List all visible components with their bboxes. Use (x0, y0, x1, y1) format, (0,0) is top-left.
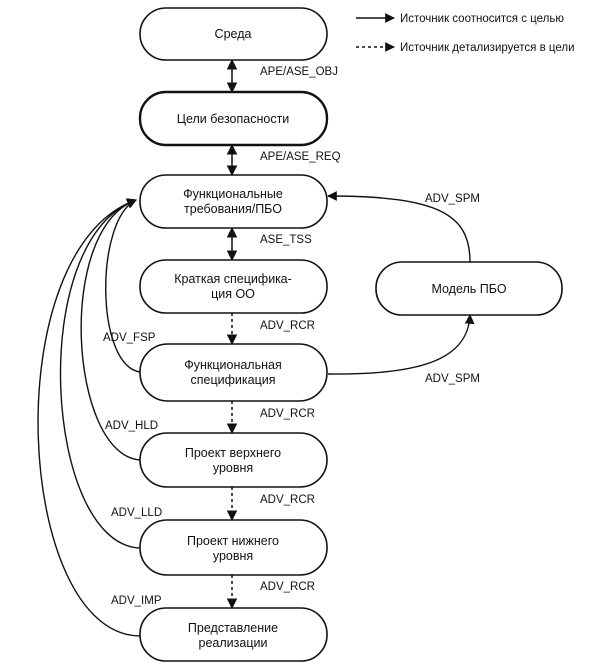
edge-adv-lld (59, 198, 141, 549)
edge-label-ape-ase-obj: APE/ASE_OBJ (260, 66, 338, 78)
edge-label-adv-fsp: ADV_FSP (103, 332, 156, 344)
edge-label-adv-spm-top: ADV_SPM (425, 193, 480, 205)
edge-adv-hld (80, 198, 141, 461)
node-tsf-model (375, 261, 563, 316)
nodes (138, 7, 563, 662)
node-functional-spec-label-2: спецификация (191, 373, 276, 387)
node-functional-requirements-label-2: требования/ПБО (184, 202, 282, 216)
node-functional-requirements-label-1: Функциональные (183, 187, 283, 201)
edge-adv-spm-bottom (327, 314, 475, 375)
legend: Источник соотносится с целью Источник де… (356, 13, 575, 54)
node-labels: Среда Цели безопасности Функциональные т… (174, 27, 507, 650)
edge-label-ase-tss: ASE_TSS (260, 234, 312, 246)
edge-adv-fsp (105, 199, 141, 373)
edge-adv-spm-top (327, 191, 471, 263)
edge-label-adv-hld: ADV_HLD (105, 420, 158, 432)
node-implementation (139, 607, 328, 662)
edge-label-adv-imp: ADV_IMP (111, 595, 162, 607)
edge-adv-imp (37, 198, 141, 637)
node-low-level-design (139, 519, 328, 576)
right-curves (327, 191, 475, 375)
edge-label-adv-lld: ADV_LLD (111, 507, 162, 519)
node-functional-spec (139, 343, 328, 402)
edge-label-adv-rcr-2: ADV_RCR (260, 408, 315, 420)
left-curves (37, 198, 141, 637)
node-security-objectives (138, 90, 329, 147)
edge-label-ape-ase-req: APE/ASE_REQ (260, 151, 341, 163)
node-summary-spec-label-1: Краткая спецификa- (174, 272, 292, 286)
node-implementation-label-2: реализации (199, 636, 268, 650)
node-high-level-design (139, 432, 328, 488)
node-functional-spec-label-1: Функциональная (184, 358, 282, 372)
edge-label-adv-rcr-1: ADV_RCR (260, 320, 315, 332)
node-tsf-model-label: Модель ПБО (431, 282, 506, 296)
node-low-level-design-label-2: уровня (213, 549, 253, 563)
node-implementation-label-1: Представление (188, 621, 278, 635)
node-high-level-design-label-2: уровня (213, 461, 253, 475)
node-environment-label: Среда (215, 27, 252, 41)
node-environment (139, 7, 328, 61)
legend-dashed-label: Источник детализируется в цели (400, 42, 575, 54)
node-summary-spec (139, 259, 328, 314)
node-low-level-design-label-1: Проект нижнего (187, 534, 279, 548)
node-functional-requirements (139, 174, 328, 229)
edge-label-adv-rcr-4: ADV_RCR (260, 581, 315, 593)
node-security-objectives-label: Цели безопасности (177, 112, 290, 126)
edge-labels: APE/ASE_OBJ APE/ASE_REQ ASE_TSS ADV_RCR … (103, 66, 480, 607)
node-summary-spec-label-2: ция ОО (211, 287, 255, 301)
legend-solid-label: Источник соотносится с целью (400, 13, 564, 25)
edge-label-adv-rcr-3: ADV_RCR (260, 494, 315, 506)
edge-label-adv-spm-bottom: ADV_SPM (425, 373, 480, 385)
node-high-level-design-label-1: Проект верхнего (185, 446, 281, 460)
